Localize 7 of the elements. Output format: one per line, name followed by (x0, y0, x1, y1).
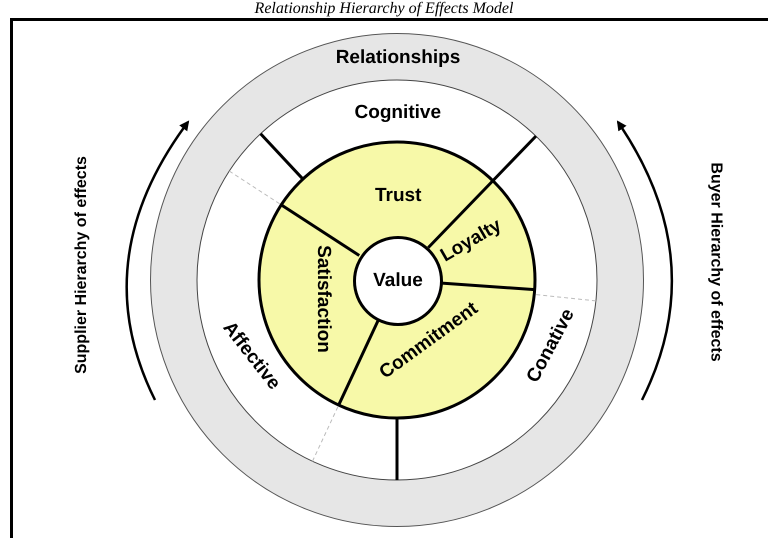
segment-label: Trust (375, 185, 422, 207)
diagram-title: Relationship Hierarchy of Effects Model (254, 0, 514, 18)
segment-label: Satisfaction (312, 245, 334, 353)
ring-label: Relationships (334, 47, 462, 69)
segment-label: Cognitive (354, 102, 442, 124)
side-label: Buyer Hierarchy of effects (706, 162, 724, 362)
side-label: Supplier Hierarchy of effects (72, 156, 91, 374)
